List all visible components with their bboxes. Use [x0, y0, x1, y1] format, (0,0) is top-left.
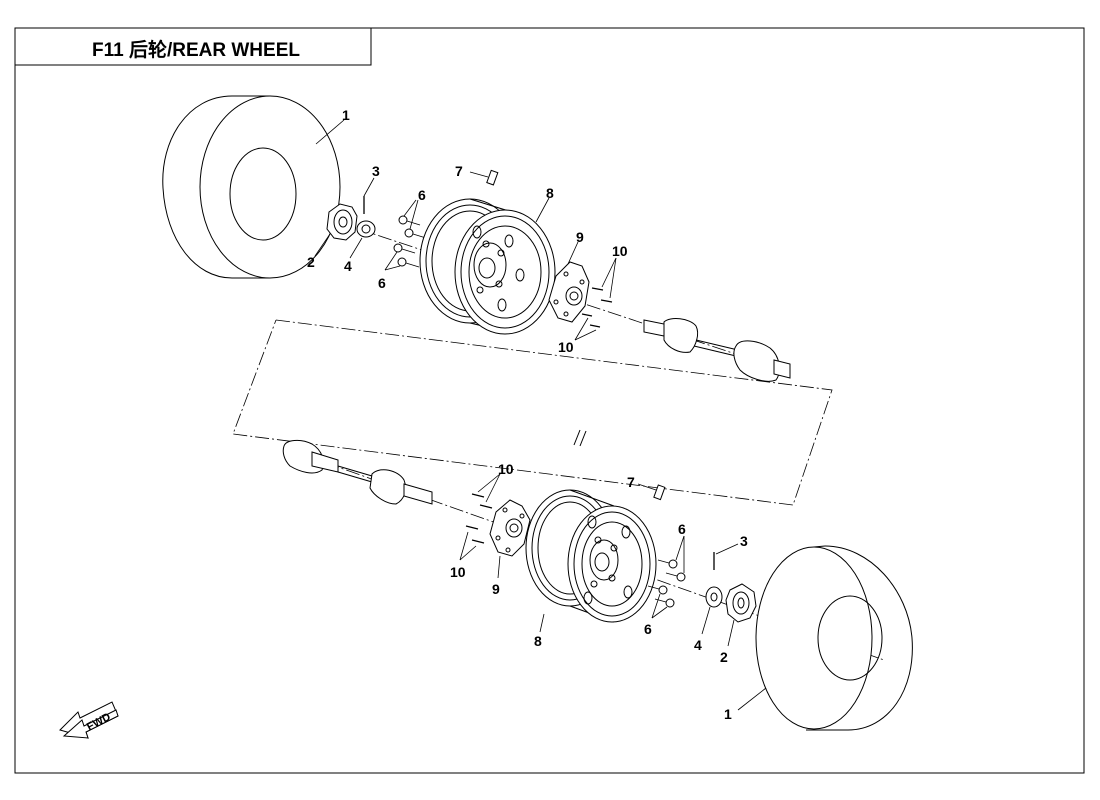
studs-bottom [465, 493, 493, 544]
callout-valve-bottom: 7 [627, 474, 635, 490]
callout-valve-top: 7 [455, 163, 463, 179]
rim-top [419, 198, 556, 335]
valve-stem-bottom [653, 484, 666, 501]
valve-stem-top [486, 169, 499, 186]
lug-nuts-top [393, 215, 427, 268]
callout-lug-nut-top-b: 6 [378, 275, 386, 291]
hub-cap-bottom [725, 583, 757, 623]
callout-lug-nut-bottom-b: 6 [644, 621, 652, 637]
tire-bottom [755, 545, 913, 731]
leader-tire-top [315, 119, 345, 145]
leader-nut-top [349, 237, 363, 259]
callout-tire-top: 1 [342, 107, 350, 123]
leader-rim-bottom [539, 613, 545, 633]
callout-stud-top-b: 10 [558, 339, 574, 355]
hub-cap-top [326, 203, 358, 241]
leader-hub-cap-bottom [727, 619, 735, 647]
leader-pin-top [363, 177, 375, 197]
callout-lug-nut-bottom-a: 6 [678, 521, 686, 537]
callout-nut-top: 4 [344, 258, 352, 274]
callout-stud-bottom-a: 10 [498, 461, 514, 477]
leader-valve-bottom [637, 483, 657, 491]
callout-tire-bottom: 1 [724, 706, 732, 722]
page-frame [14, 27, 1085, 774]
callout-rim-top: 8 [546, 185, 554, 201]
callout-stud-top-a: 10 [612, 243, 628, 259]
arrow-left-down-icon [59, 701, 119, 739]
lug-nuts-bottom [647, 559, 686, 608]
page-title: F11 后轮/REAR WHEEL [92, 38, 300, 61]
callout-stud-bottom-b: 10 [450, 564, 466, 580]
callout-hub-bottom: 9 [492, 581, 500, 597]
callout-lug-nut-top-a: 6 [418, 187, 426, 203]
leader-hub-cap-top [314, 233, 331, 257]
castle-nut-top [356, 220, 376, 238]
callout-rim-bottom: 8 [534, 633, 542, 649]
leader-hub-bottom [497, 555, 501, 579]
callout-nut-bottom: 4 [694, 637, 702, 653]
rim-bottom [525, 489, 657, 623]
axle-reference-loop [232, 319, 833, 506]
leader-hub-top [567, 241, 579, 265]
leader-valve-top [469, 171, 489, 178]
wheel-hub-top [548, 261, 590, 323]
title-box [14, 27, 372, 66]
callout-hub-top: 9 [576, 229, 584, 245]
callout-hub-cap-bottom: 2 [720, 649, 728, 665]
leader-pin-bottom [715, 543, 739, 555]
callout-pin-top: 3 [372, 163, 380, 179]
tire-top [162, 95, 341, 279]
studs-top [581, 287, 613, 328]
callout-pin-bottom: 3 [740, 533, 748, 549]
wheel-hub-bottom [489, 499, 531, 557]
axle-shaft-top [643, 318, 791, 382]
leader-rim-top [535, 197, 550, 223]
axle-shaft-bottom [282, 439, 433, 505]
castle-nut-bottom [705, 586, 723, 608]
leader-nut-bottom [701, 606, 711, 635]
leader-tire-bottom [737, 687, 767, 711]
callout-hub-cap-top: 2 [307, 254, 315, 270]
